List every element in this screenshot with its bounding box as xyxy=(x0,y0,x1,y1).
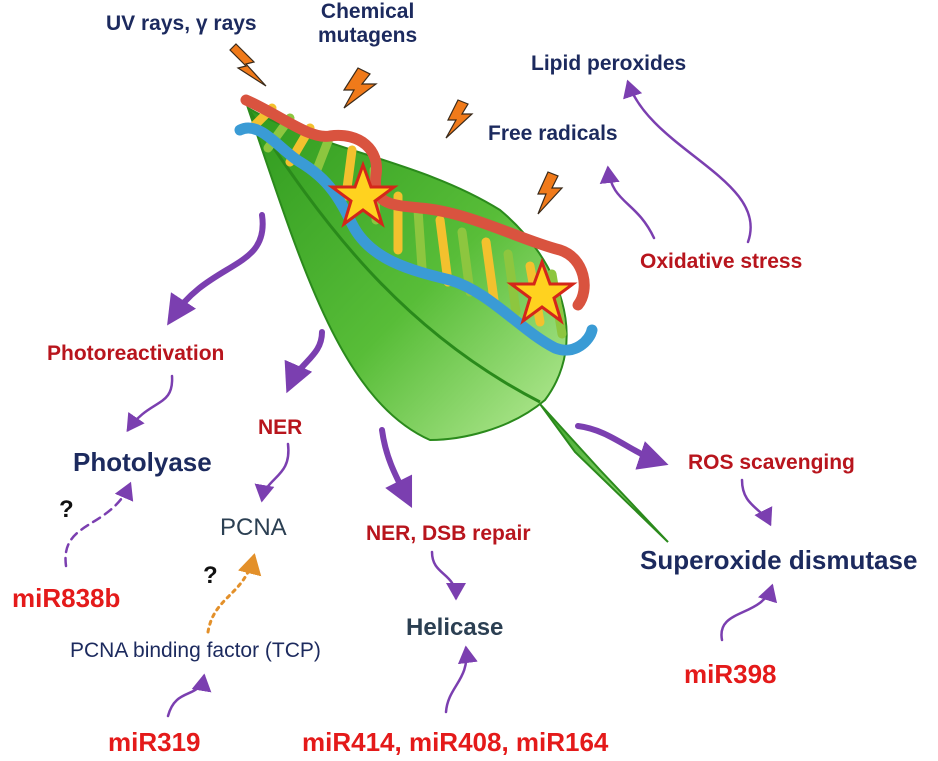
lightning-icon-chemical xyxy=(342,67,378,109)
damage-star-upper xyxy=(327,160,399,228)
leaf-stem-tip xyxy=(539,403,669,543)
label-ros-scavenging: ROS scavenging xyxy=(688,451,855,474)
lightning-icon-mid xyxy=(445,99,474,139)
label-photoreactivation: Photoreactivation xyxy=(47,342,225,365)
label-pcna: PCNA xyxy=(220,514,287,541)
arrow-leaf-to-ner xyxy=(284,329,325,394)
label-pcna-binding-factor: PCNA binding factor (TCP) xyxy=(70,639,321,662)
label-ner: NER xyxy=(258,416,303,439)
unknown-link-mark-pcna: ? xyxy=(203,562,218,589)
label-mir838b: miR838b xyxy=(12,583,121,613)
lightning-icon-free-radicals xyxy=(537,171,564,215)
arrow-mir319-to-tcp xyxy=(166,673,212,718)
label-free-radicals: Free radicals xyxy=(488,122,618,145)
arrow-leaf-to-ros xyxy=(575,423,669,470)
label-lipid-peroxides: Lipid peroxides xyxy=(531,52,687,75)
arrow-mir398-to-sod xyxy=(720,583,778,642)
damage-star-lower xyxy=(506,257,578,325)
arrow-mir-group-to-helicase xyxy=(444,645,478,714)
label-chemical-mutagens: Chemical mutagens xyxy=(318,0,418,48)
arrow-ros-to-sod xyxy=(740,478,773,527)
arrow-mir838b-to-photolyase xyxy=(64,481,134,568)
label-photolyase: Photolyase xyxy=(73,447,212,477)
label-mir398: miR398 xyxy=(684,659,777,689)
label-ner-dsb-repair: NER, DSB repair xyxy=(366,522,531,545)
arrow-ner-to-pcna xyxy=(254,442,290,503)
dna-strand-blue xyxy=(234,122,598,356)
arrow-leaf-to-photoreactivation xyxy=(167,212,266,326)
lightning-icon-uv xyxy=(229,43,267,87)
arrow-oxidative-to-lipid xyxy=(623,79,752,244)
dna-strand-red xyxy=(240,94,590,311)
unknown-link-mark-photolyase: ? xyxy=(59,496,74,523)
arrow-tcp-to-pcna xyxy=(206,553,262,634)
label-superoxide-dismutase: Superoxide dismutase xyxy=(640,545,918,575)
arrow-oxidative-to-free-radicals xyxy=(599,165,656,240)
label-mir414-mir408-mir164: miR414, miR408, miR164 xyxy=(302,727,609,757)
label-uv-rays: UV rays, γ rays xyxy=(106,12,257,35)
arrow-leaf-to-ner-dsb xyxy=(379,427,413,509)
label-oxidative-stress: Oxidative stress xyxy=(640,250,803,273)
arrow-photoreactivation-to-photolyase xyxy=(126,374,174,433)
arrow-nerdsb-to-helicase xyxy=(430,550,466,601)
label-mir319: miR319 xyxy=(108,727,201,757)
label-helicase: Helicase xyxy=(406,614,504,641)
